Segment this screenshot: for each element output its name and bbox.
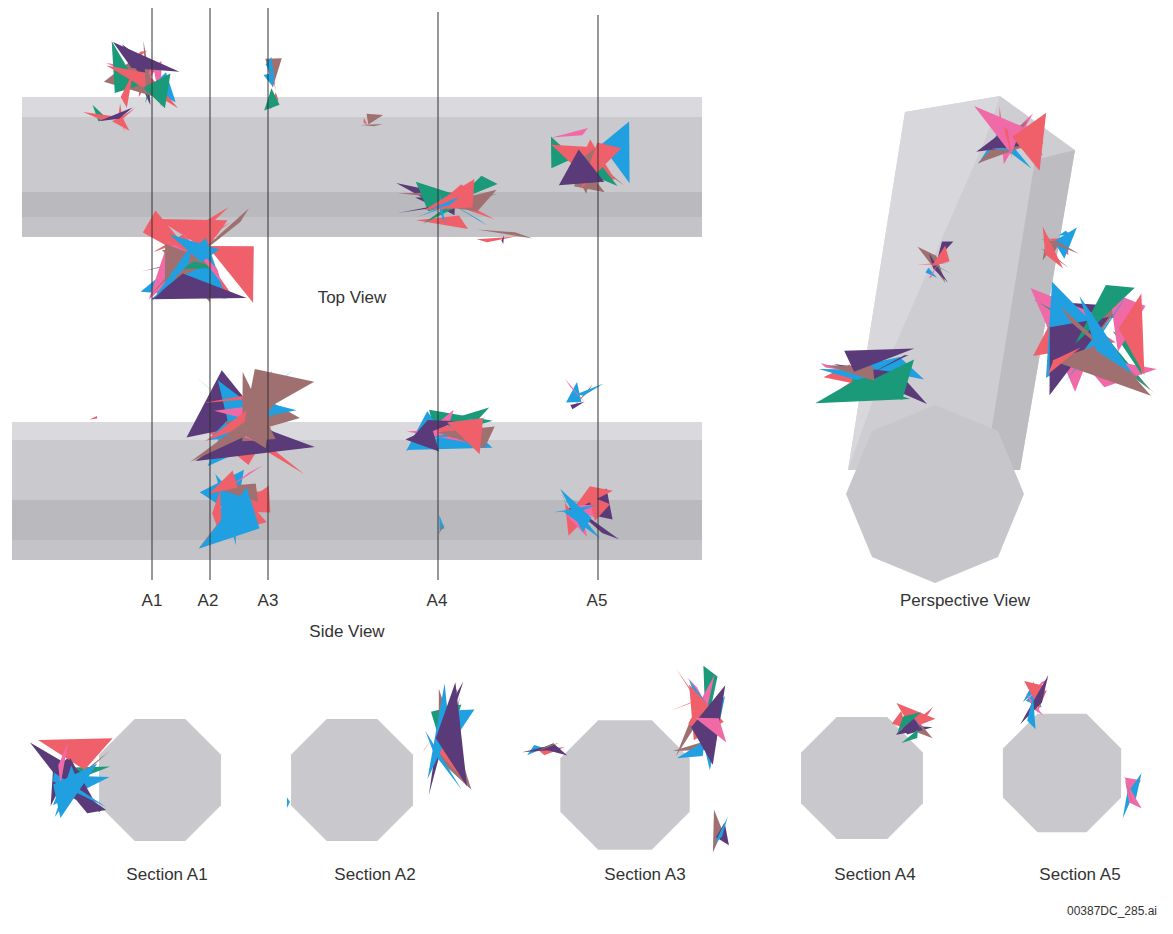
view-title: Section A3 [604,866,685,885]
section-marker: A1 [142,592,163,611]
view-title: Section A1 [126,866,207,885]
fracture-facet [264,88,279,110]
fracture-facet [169,234,219,262]
fracture-facet [1004,128,1012,160]
fracture-facet [38,738,113,770]
fracture-facet [199,487,260,549]
fracture-facet [209,471,238,495]
fracture-facet [670,694,712,711]
fracture-facet [1043,226,1063,268]
drift-section [1003,714,1121,832]
fracture-facet [367,114,384,125]
section-marker: A2 [198,592,219,611]
fracture-facet [565,379,586,404]
fracture-facet [1027,695,1035,729]
fracture-facet [844,349,914,372]
fracture-facet [429,197,460,210]
fracture-facet [917,262,950,264]
fracture-facet [1125,780,1142,808]
fracture-facet [552,128,588,137]
fracture-facet [416,216,468,229]
fracture-facet [477,237,516,243]
fracture-facet [439,524,445,534]
fracture-facet [53,764,97,818]
fracture-facet [266,57,275,80]
fracture-facet [477,229,533,238]
fracture-facet [714,817,727,845]
fracture-facet [113,42,179,72]
drift-section [291,719,413,841]
fracture-facet [588,495,610,521]
view-title: Side View [309,623,384,642]
view-title: Section A4 [834,866,915,885]
fracture-facet [974,106,1022,154]
drift-section [99,719,221,841]
fracture-facet [901,730,918,744]
fracture-facet [1012,113,1046,171]
view-title: Section A5 [1039,866,1120,885]
drift-section [801,717,923,839]
fracture-facet [570,402,584,410]
fracture-facet [1048,347,1081,374]
section-lines [152,8,598,580]
fracture-facet [695,718,726,743]
fracture-facet [541,743,567,755]
view-title: Perspective View [900,592,1030,611]
fracture-facet [424,179,474,210]
view-title: Section A2 [334,866,415,885]
fracture-facet [106,66,178,109]
fracture-facet [152,244,192,301]
section-marker: A5 [587,592,608,611]
fracture-facet [190,395,281,463]
fracture-facet [1079,296,1132,374]
fracture-facet [559,149,604,185]
drift-sections [99,714,1121,850]
fracture-facet [287,797,290,808]
fracture-facet [1059,231,1072,236]
fracture-facet [576,384,603,396]
fracture-facet [537,743,559,751]
section-marker: A4 [427,592,448,611]
fracture-facet [554,505,597,512]
drift-section [560,720,689,849]
fracture-facet [121,72,133,107]
fracture-facet [501,235,504,244]
fracture-facet [897,712,921,732]
fracture-facet [1124,774,1133,804]
drift-top-view [22,97,702,237]
view-title: Top View [318,289,387,308]
fracture-facet [414,432,451,447]
fracture-facet [447,418,483,454]
fracture-facet [566,382,581,403]
fracture-facet [933,264,952,274]
fracture-facet [360,124,382,126]
drift-perspective [846,96,1075,583]
fracture-front [30,41,1157,853]
fracture-facet [363,118,367,126]
fracture-facet [563,511,600,538]
fracture-facet [827,365,875,381]
fracture-facet [143,73,170,108]
fracture-facet [183,208,249,267]
fracture-facet [677,741,705,758]
fracture-facet [436,682,467,786]
fracture-facet [99,108,133,122]
fracture-facet [89,416,97,419]
fracture-facet [815,380,910,403]
fracture-facet [405,427,439,451]
file-code: 00387DC_285.ai [1067,905,1157,918]
section-marker: A3 [258,592,279,611]
fracture-facet [245,369,315,421]
